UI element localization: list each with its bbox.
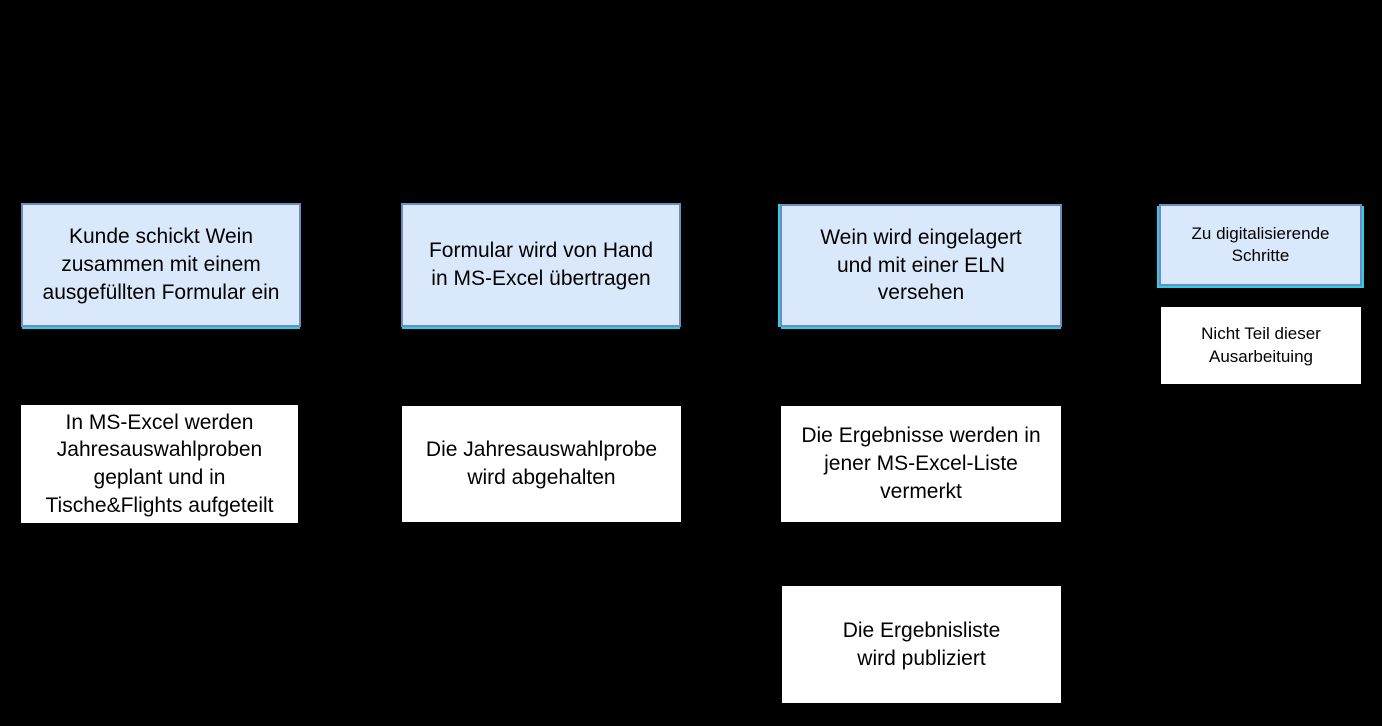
- flow-node-label: In MS-Excel werden Jahresauswahlproben g…: [45, 410, 274, 517]
- flow-node-label: Die Jahresauswahlprobe wird abgehalten: [425, 438, 658, 489]
- flow-node-label: Die Ergebnisliste wird publiziert: [842, 618, 1001, 670]
- legend-item-not-part-of-elaboration[interactable]: Nicht Teil dieser Ausarbeituing: [1161, 307, 1361, 384]
- flow-node-results-noted-excel-list[interactable]: Die Ergebnisse werden in jener MS-Excel-…: [781, 406, 1061, 522]
- flow-node-customer-sends-wine[interactable]: Kunde schickt Wein zusammen mit einem au…: [21, 203, 301, 327]
- flow-node-result-list-published[interactable]: Die Ergebnisliste wird publiziert: [782, 586, 1061, 703]
- flow-node-annual-tasting-held[interactable]: Die Jahresauswahlprobe wird abgehalten: [402, 406, 681, 522]
- flow-node-label: Wein wird eingelagert und mit einer ELN …: [820, 225, 1022, 305]
- legend-label: Nicht Teil dieser Ausarbeituing: [1201, 324, 1321, 366]
- flow-node-label: Kunde schickt Wein zusammen mit einem au…: [42, 225, 280, 304]
- flow-node-wine-stored-eln[interactable]: Wein wird eingelagert und mit einer ELN …: [780, 204, 1062, 327]
- flow-node-label: Formular wird von Hand in MS-Excel übert…: [428, 239, 654, 290]
- flow-node-form-transferred-to-excel[interactable]: Formular wird von Hand in MS-Excel übert…: [401, 203, 681, 327]
- flow-node-excel-planning-tische-flights[interactable]: In MS-Excel werden Jahresauswahlproben g…: [21, 405, 298, 523]
- flow-node-label: Die Ergebnisse werden in jener MS-Excel-…: [801, 424, 1041, 503]
- legend-item-steps-to-digitize[interactable]: Zu digitalisierende Schritte: [1159, 204, 1362, 286]
- legend-label: Zu digitalisierende Schritte: [1191, 223, 1330, 265]
